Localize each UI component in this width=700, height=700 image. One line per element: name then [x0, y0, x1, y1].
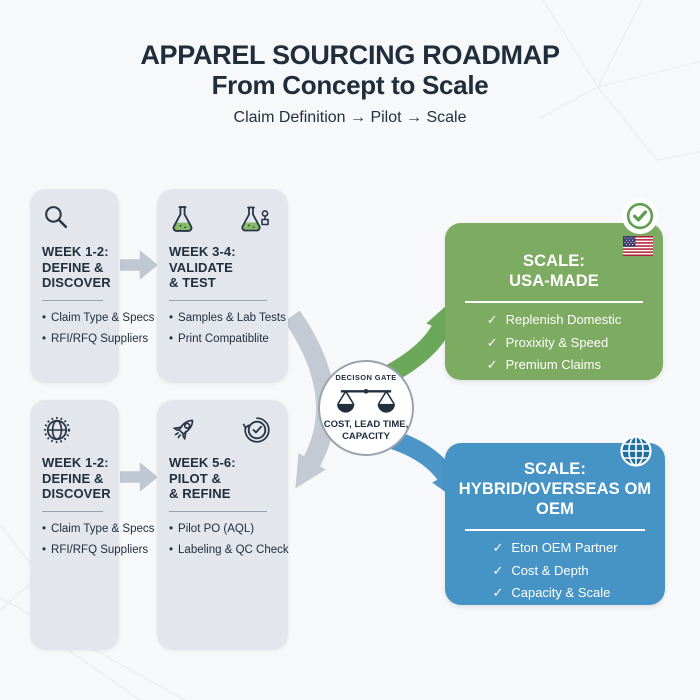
phase-bullet: • Pilot PO (AQL) — [169, 522, 255, 535]
bullet-icon: • — [42, 522, 47, 535]
check-icon: ✓ — [492, 584, 504, 600]
page-title-line1: APPAREL SOURCING ROADMAP — [140, 40, 560, 70]
divider — [169, 299, 267, 301]
page-subtitle: Claim Definition → Pilot → Scale — [233, 108, 467, 126]
checklist-item: ✓ Eton OEM Partner — [492, 540, 618, 556]
check-icon: ✓ — [486, 334, 498, 350]
check-icon: ✓ — [492, 562, 504, 578]
phase-card-pilot-refine: WEEK 5-6: PILOT & & REFINE • Pilot PO (A… — [157, 400, 289, 650]
globe-icon — [620, 435, 652, 467]
checklist-item: ✓ Cost & Depth — [492, 562, 589, 578]
phase-bullet: • Claim Type & Specs — [42, 311, 155, 324]
phase-card-validate-test: WEEK 3-4: VALIDATE & TEST • Samples & La… — [157, 189, 288, 383]
check-icon: ✓ — [492, 540, 504, 556]
balance-scale-icon — [337, 389, 395, 413]
arrow-curved-green — [381, 299, 456, 385]
divider — [169, 510, 267, 512]
check-badge-icon — [622, 198, 658, 234]
decision-gate: DECISON GATE COST, LEAD TIME, CAPACITY — [318, 360, 414, 456]
checklist-item: ✓ Premium Claims — [486, 356, 601, 372]
checklist-item: ✓ Proxixity & Speed — [486, 334, 609, 350]
phase-bullet: • RFI/RFQ Suppliers — [42, 333, 149, 346]
divider — [42, 510, 103, 512]
phase-heading: WEEK 3-4: VALIDATE & TEST — [169, 244, 236, 291]
phase-bullet: • RFI/RFQ Suppliers — [42, 544, 149, 557]
decision-gate-label: DECISON GATE — [335, 373, 397, 383]
bullet-icon: • — [169, 544, 174, 557]
arrow-right-top-row — [120, 250, 158, 280]
arrow-right-bottom-row — [120, 462, 158, 492]
phase-bullet: • Samples & Lab Tests — [169, 311, 286, 324]
flask-test-icon — [241, 206, 269, 232]
phase-card-define-discover-bottom: WEEK 1-2: DEFINE & DISCOVER • Claim Type… — [30, 400, 155, 650]
search-icon — [45, 206, 68, 229]
bullet-icon: • — [169, 311, 174, 324]
check-icon: ✓ — [486, 356, 498, 372]
divider — [42, 299, 103, 301]
phase-bullet: • Labeling & QC Check — [169, 544, 289, 557]
decision-gate-criteria: COST, LEAD TIME, CAPACITY — [323, 419, 409, 442]
outcome-title: SCALE: USA-MADE — [509, 252, 599, 291]
outcome-checklist: ✓ Replenish Domestic ✓ Proxixity & Speed… — [487, 312, 622, 373]
usa-flag-icon — [623, 236, 653, 256]
arrow-curved-blue — [385, 428, 462, 504]
globe-gear-icon — [43, 416, 71, 444]
phase-heading: WEEK 1-2: DEFINE & DISCOVER — [42, 244, 111, 291]
outcome-title: SCALE: HYBRID/OVERSEAS OM OEM — [458, 460, 652, 519]
bullet-icon: • — [169, 333, 174, 346]
outcome-checklist: ✓ Eton OEM Partner ✓ Cost & Depth ✓ Capa… — [492, 540, 617, 601]
header: APPAREL SOURCING ROADMAP From Concept to… — [0, 40, 700, 127]
outcome-card-usa-made: SCALE: USA-MADE ✓ Replenish Domestic ✓ P… — [445, 198, 663, 380]
rocket-icon — [173, 419, 194, 440]
bullet-icon: • — [169, 522, 174, 535]
phase-heading: WEEK 5-6: PILOT & & REFINE — [169, 455, 236, 502]
checklist-item: ✓ Capacity & Scale — [492, 584, 611, 600]
checklist-item: ✓ Replenish Domestic — [486, 312, 622, 328]
clock-check-icon — [242, 417, 270, 443]
outcome-card-hybrid-overseas: SCALE: HYBRID/OVERSEAS OM OEM ✓ Eton OEM… — [445, 435, 665, 605]
page-title-line2: From Concept to Scale — [211, 70, 489, 101]
bullet-icon: • — [42, 544, 47, 557]
phase-bullet: • Claim Type & Specs — [42, 522, 155, 535]
bullet-icon: • — [42, 333, 47, 346]
bullet-icon: • — [42, 311, 47, 324]
phase-heading: WEEK 1-2: DEFINE & DISCOVER — [42, 455, 111, 502]
flask-icon — [172, 206, 193, 232]
phase-card-define-discover-top: WEEK 1-2: DEFINE & DISCOVER • Claim Type… — [30, 189, 155, 383]
phase-bullet: • Print Compatiblite — [169, 333, 269, 346]
divider — [464, 529, 646, 532]
divider — [464, 301, 644, 304]
check-icon: ✓ — [486, 312, 498, 328]
